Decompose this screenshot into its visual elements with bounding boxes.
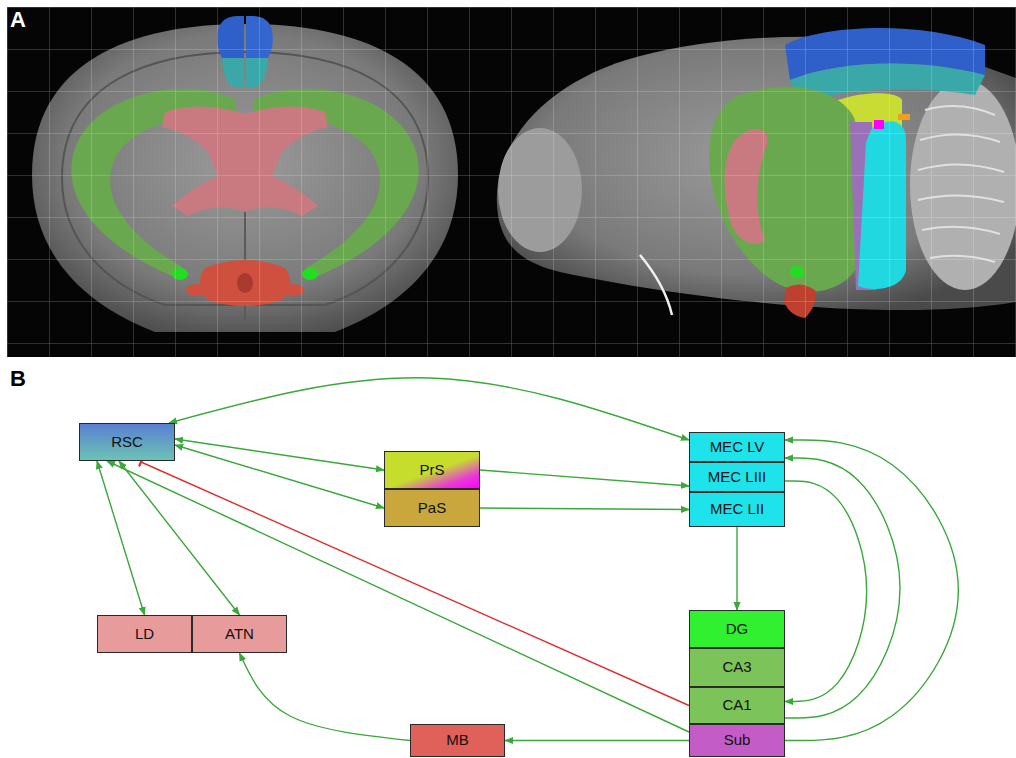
region-box: CA3	[689, 648, 785, 687]
region-name: MEC LV	[710, 439, 765, 456]
region-name: LD	[135, 626, 154, 643]
layer-box: MEC LV	[689, 432, 785, 462]
region-box: PrS	[384, 451, 480, 489]
region-name: Sub	[724, 732, 751, 749]
region-name: RSC	[111, 434, 143, 451]
nucleus-box: ATN	[192, 615, 287, 653]
region-name: PrS	[419, 462, 444, 479]
projection-connector	[169, 378, 689, 440]
projection-connector	[480, 470, 689, 486]
image-panel	[7, 7, 1016, 357]
projection-connector	[107, 461, 689, 732]
projection-connector	[505, 740, 689, 741]
region-name: CA3	[722, 659, 751, 676]
projection-connector	[480, 508, 689, 510]
grid-overlay	[7, 7, 1016, 357]
region-box: Sub	[689, 724, 785, 757]
projection-connector	[785, 458, 900, 718]
projection-connector	[736, 527, 737, 610]
region-name: MB	[446, 732, 469, 749]
region-box: RSC	[79, 423, 175, 461]
projection-connector	[119, 461, 240, 615]
region-name: MEC LIII	[708, 469, 766, 486]
region-name: PaS	[418, 500, 446, 517]
region-name: DG	[726, 621, 749, 638]
projection-connector	[785, 481, 867, 702]
region-name: CA1	[722, 697, 751, 714]
inhibitory-connector	[141, 462, 689, 706]
projection-connector	[785, 440, 958, 741]
region-name: ATN	[225, 626, 254, 643]
nucleus-box: LD	[97, 615, 192, 653]
layer-box: MEC LII	[689, 492, 785, 527]
layer-box: MEC LIII	[689, 462, 785, 492]
projection-connector	[240, 653, 411, 741]
region-box: PaS	[384, 489, 480, 527]
region-box: CA1	[689, 687, 785, 724]
projection-connector	[175, 445, 384, 508]
nucleus-box: MB	[410, 724, 505, 757]
region-name: MEC LII	[710, 501, 764, 518]
panel-label: B	[10, 368, 26, 390]
region-box: DG	[689, 610, 785, 648]
panel-label: A	[10, 9, 26, 31]
